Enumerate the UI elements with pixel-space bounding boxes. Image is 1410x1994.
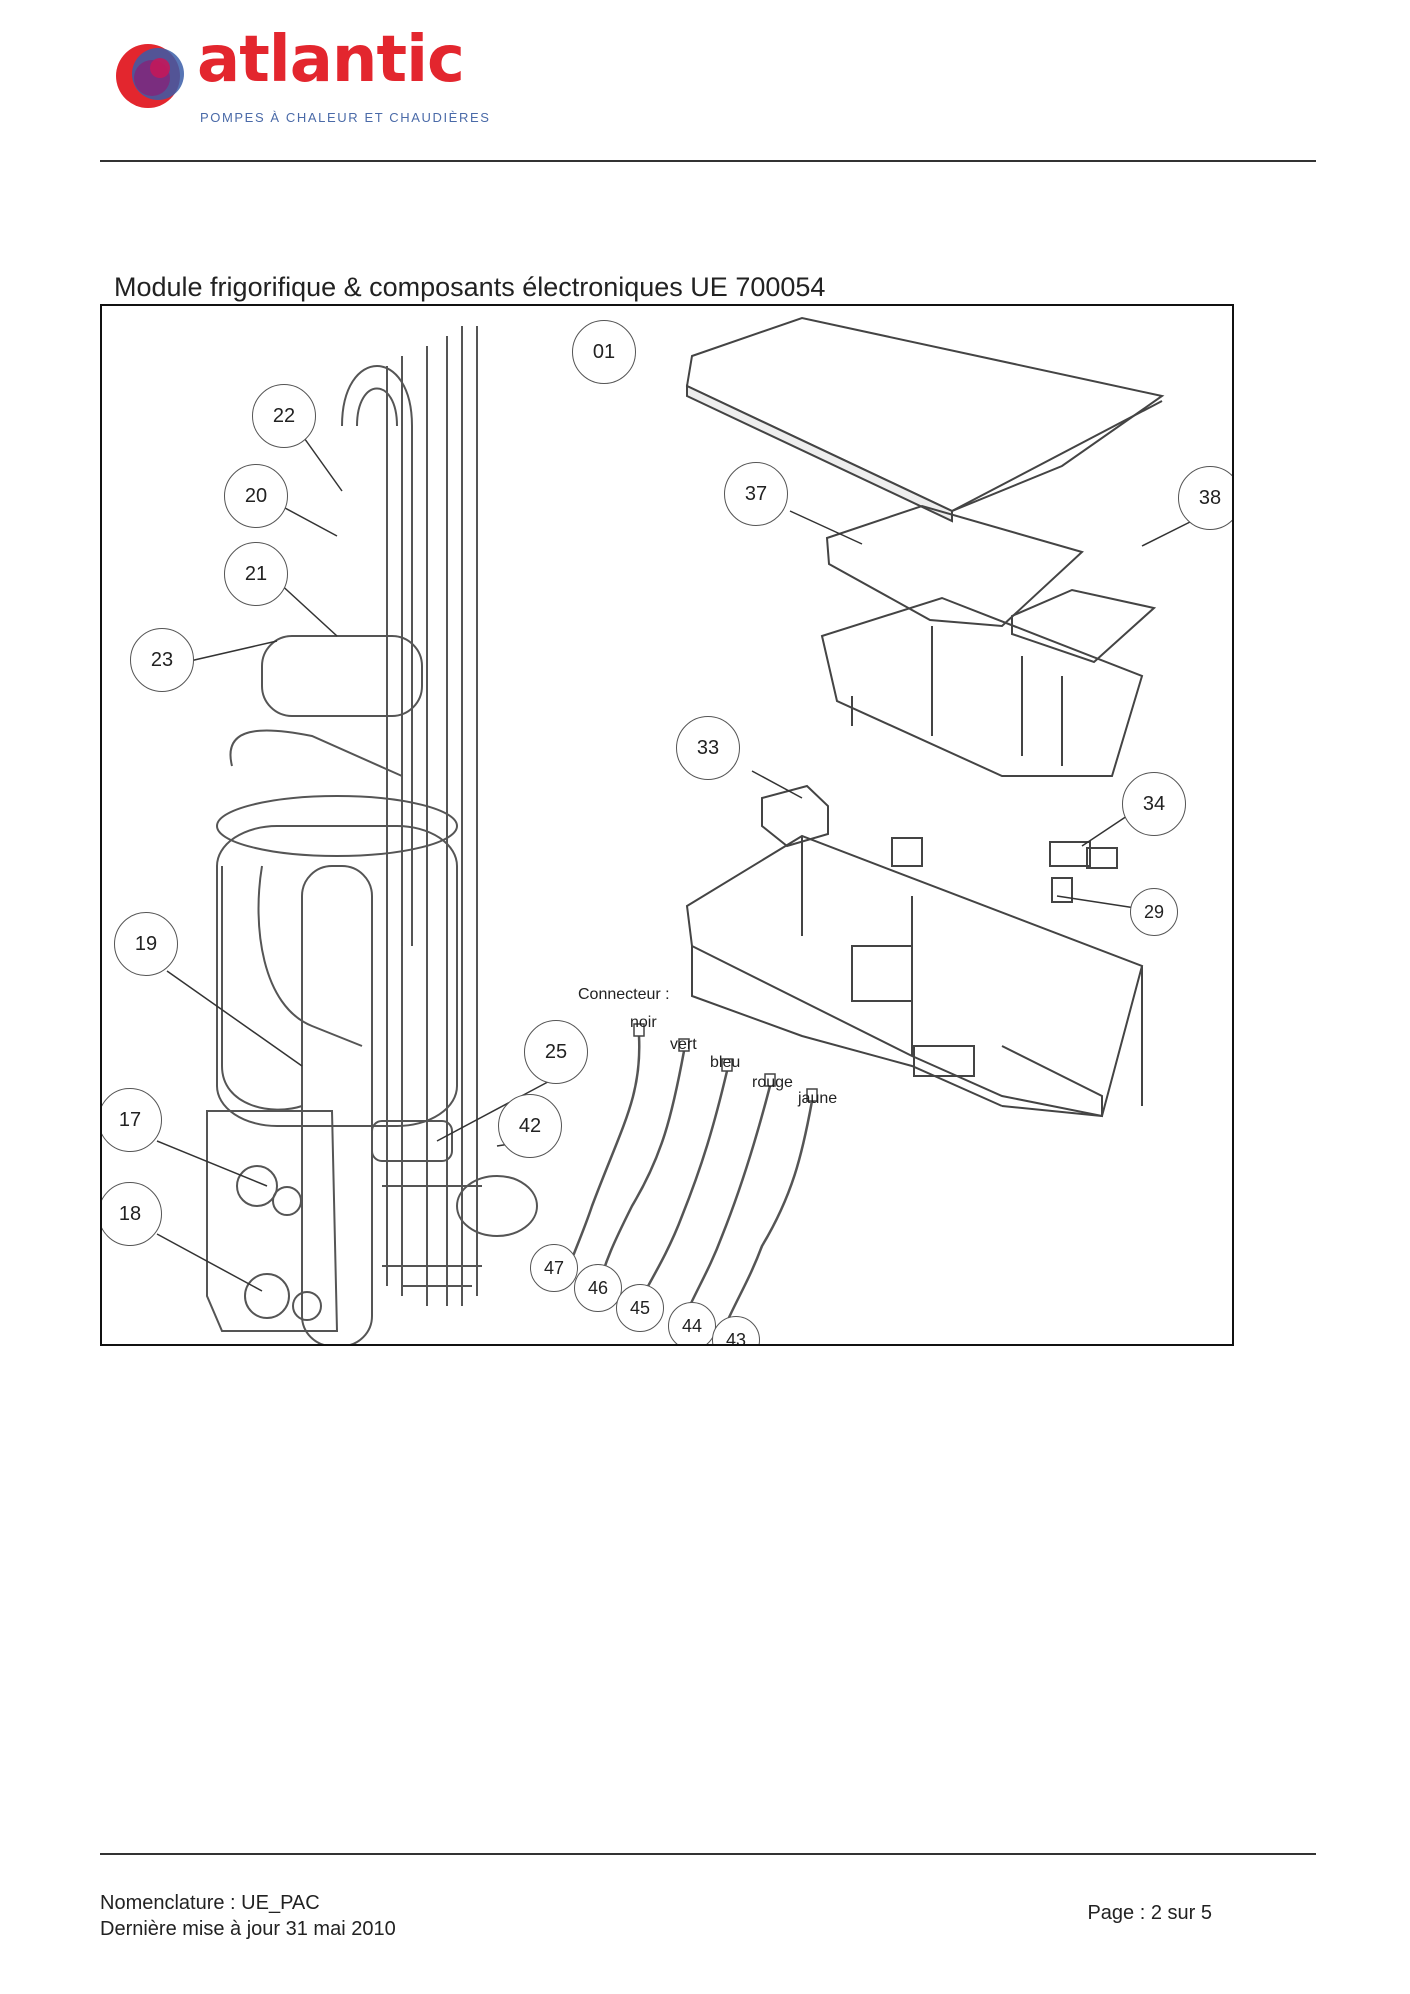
section-title: Module frigorifique & composants électro… [114,272,826,302]
callout-45: 45 [616,1284,664,1332]
callout-23: 23 [130,628,194,692]
callout-44: 44 [668,1302,716,1344]
callout-37: 37 [724,462,788,526]
connector-label-vert: vert [670,1036,697,1053]
callout-18: 18 [102,1182,162,1246]
exploded-view-figure: 01 22 20 21 23 37 38 33 34 29 19 25 42 1… [100,304,1234,1346]
callout-33: 33 [676,716,740,780]
connector-label-noir: noir [630,1014,657,1031]
callout-29: 29 [1130,888,1178,936]
brand-tagline: POMPES À CHALEUR ET CHAUDIÈRES [200,110,491,125]
callout-17: 17 [102,1088,162,1152]
callout-01: 01 [572,320,636,384]
page-number: Page : 2 sur 5 [1087,1902,1212,1924]
connector-title: Connecteur : [578,986,670,1003]
connector-label-rouge: rouge [752,1074,793,1091]
footer-last-update: Dernière mise à jour 31 mai 2010 [100,1918,396,1940]
callout-22: 22 [252,384,316,448]
callout-21: 21 [224,542,288,606]
callout-34: 34 [1122,772,1186,836]
callout-47: 47 [530,1244,578,1292]
callout-42: 42 [498,1094,562,1158]
connector-label-jaune: jaune [798,1090,838,1107]
exploded-view-drawing [156,316,1193,1344]
callout-46: 46 [574,1264,622,1312]
logo-mark-icon [116,44,184,108]
atlantic-logo: atlantic POMPES À CHALEUR ET CHAUDIÈRES [112,28,492,128]
footer-divider [100,1853,1316,1855]
connector-label-bleu: bleu [710,1054,741,1071]
callout-25: 25 [524,1020,588,1084]
header-divider [100,160,1316,162]
callout-20: 20 [224,464,288,528]
callout-19: 19 [114,912,178,976]
brand-name: atlantic [197,23,465,97]
callout-38: 38 [1178,466,1232,530]
footer-nomenclature: Nomenclature : UE_PAC [100,1892,320,1914]
